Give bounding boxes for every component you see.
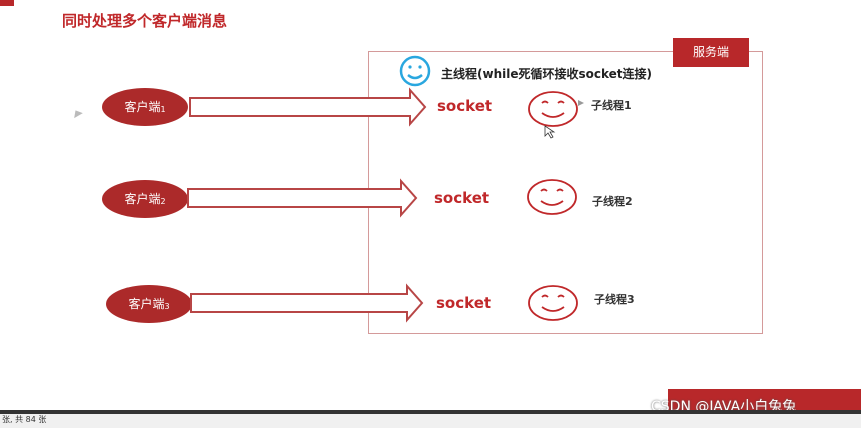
arrow-right-icon: [187, 178, 418, 218]
slide-title: 同时处理多个客户端消息: [62, 12, 228, 30]
client-index: 1: [160, 105, 166, 114]
page-info: 张, 共 84 张: [2, 415, 47, 424]
main-thread-label: 主线程(while死循环接收socket连接): [441, 67, 652, 81]
client-index: 3: [164, 302, 170, 311]
arrow-right-icon: [189, 87, 427, 127]
mouse-cursor-icon: [544, 125, 556, 139]
client-label: 客户端: [128, 297, 165, 311]
bottom-status-bar: [0, 410, 861, 428]
client-1: 客户端1: [102, 88, 188, 126]
client-3: 客户端3: [106, 285, 192, 323]
child-thread-smiley-icon: [528, 285, 578, 321]
arrow-2: [187, 178, 418, 218]
child-thread-label-2: 子线程2: [592, 195, 633, 208]
main-thread-smiley-icon: [399, 55, 431, 87]
accent-bar: [0, 0, 14, 6]
socket-label-2: socket: [434, 189, 490, 207]
server-tag: 服务端: [673, 38, 749, 67]
arrow-3: [190, 283, 424, 323]
arrow-1: [189, 87, 427, 127]
child-thread-smiley-icon: [527, 179, 577, 215]
client-index: 2: [160, 197, 166, 206]
client-label: 客户端: [124, 192, 161, 206]
child-thread-label-3: 子线程3: [594, 293, 635, 306]
socket-label-1: socket: [437, 97, 493, 115]
client-label: 客户端: [124, 100, 161, 114]
socket-label-3: socket: [436, 294, 492, 312]
arrow-right-icon: [190, 283, 424, 323]
pointer-marker-icon: [578, 100, 584, 106]
child-thread-smiley-icon: [528, 91, 578, 127]
child-thread-label-1: 子线程1: [591, 99, 632, 112]
watermark-strip: [668, 389, 861, 410]
client-2: 客户端2: [102, 180, 188, 218]
